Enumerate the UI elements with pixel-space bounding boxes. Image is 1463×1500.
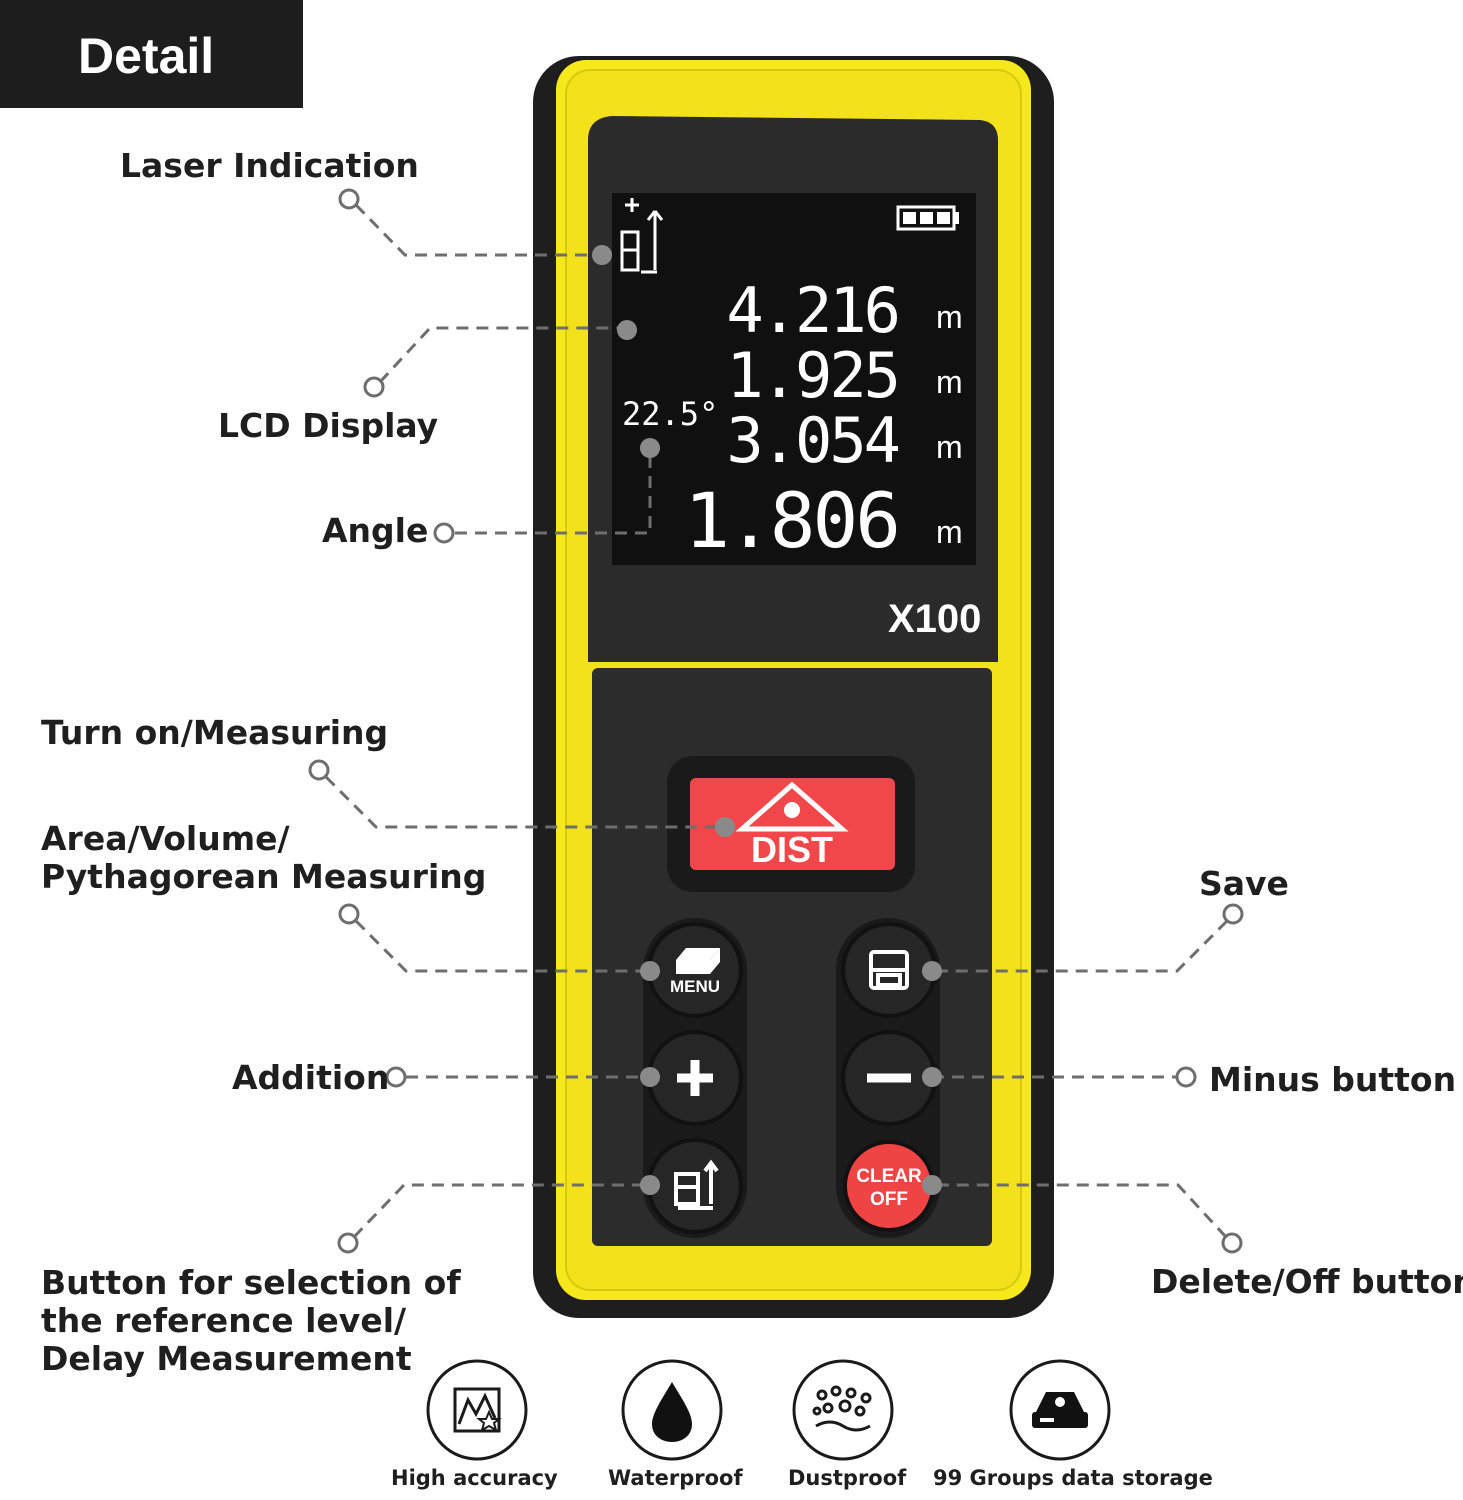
callout-minus: Minus button [1209,1060,1457,1099]
storage-drive-icon [1032,1392,1088,1428]
lcd-leader [378,326,627,384]
feature-label-waterproof: Waterproof [608,1466,743,1490]
laser-leader [354,203,602,257]
battery-icon [896,205,959,231]
save-leader [932,919,1229,973]
callout-rings [308,188,1244,1254]
feature-label-accuracy: High accuracy [391,1466,558,1490]
callout-dots [592,245,942,1195]
dust-icon [812,1385,872,1432]
callout-angle: Angle [322,511,429,550]
lcd-reading-value: 1.925 [726,339,898,412]
lcd-reading-unit: m [936,364,963,400]
callout-save: Save [1199,864,1289,903]
dist-triangle-icon [735,781,849,832]
plus-icon [677,1060,713,1096]
feature-label-storage: 99 Groups data storage [933,1466,1213,1490]
reference-level-icon [674,1159,719,1210]
model-name: X100 [888,597,981,641]
menu-button-label: MENU [670,977,720,996]
angle-leader [455,448,652,535]
area-leader [354,919,650,973]
water-drop-icon [652,1382,692,1442]
feature-label-dustproof: Dustproof [788,1466,907,1490]
lcd-reading-unit: m [936,514,963,550]
reference-leader [352,1183,650,1239]
off-button-label: OFF [870,1189,908,1210]
callout-reference-line2: the reference level/ [41,1301,407,1340]
header-banner [0,0,303,108]
callout-laser-indication: Laser Indication [120,146,419,185]
mountain-chart-icon [453,1387,502,1433]
lcd-reading-unit: m [936,429,963,465]
save-icon [869,950,909,990]
lcd-display [612,193,976,565]
callout-delete-off: Delete/Off button [1151,1262,1463,1301]
turn-on-leader [324,775,725,829]
angle-readout: 22.5° [622,395,718,433]
lcd-reading-value: 4.216 [726,274,898,347]
callout-reference-line3: Delay Measurement [41,1339,412,1378]
lcd-reading-unit: m [936,299,963,335]
callout-reference-line1: Button for selection of [41,1263,461,1302]
lcd-reading-value: 3.054 [726,404,898,477]
callout-addition: Addition [232,1058,390,1097]
delete-leader [932,1183,1228,1239]
callout-area-line2: Pythagorean Measuring [41,857,487,896]
callout-lcd-display: LCD Display [218,406,439,445]
menu-block-icon [676,948,720,974]
callout-turn-on: Turn on/Measuring [41,713,389,752]
lcd-reading-value: 1.806 [684,476,898,565]
dist-button [690,778,895,870]
callout-area-line1: Area/Volume/ [41,819,290,858]
page-title: Detail [78,28,215,84]
laser-indicator-icon [620,198,664,274]
dist-button-label: DIST [751,829,833,870]
clear-button-label: CLEAR [856,1166,922,1187]
callout-lines [324,203,1229,1239]
